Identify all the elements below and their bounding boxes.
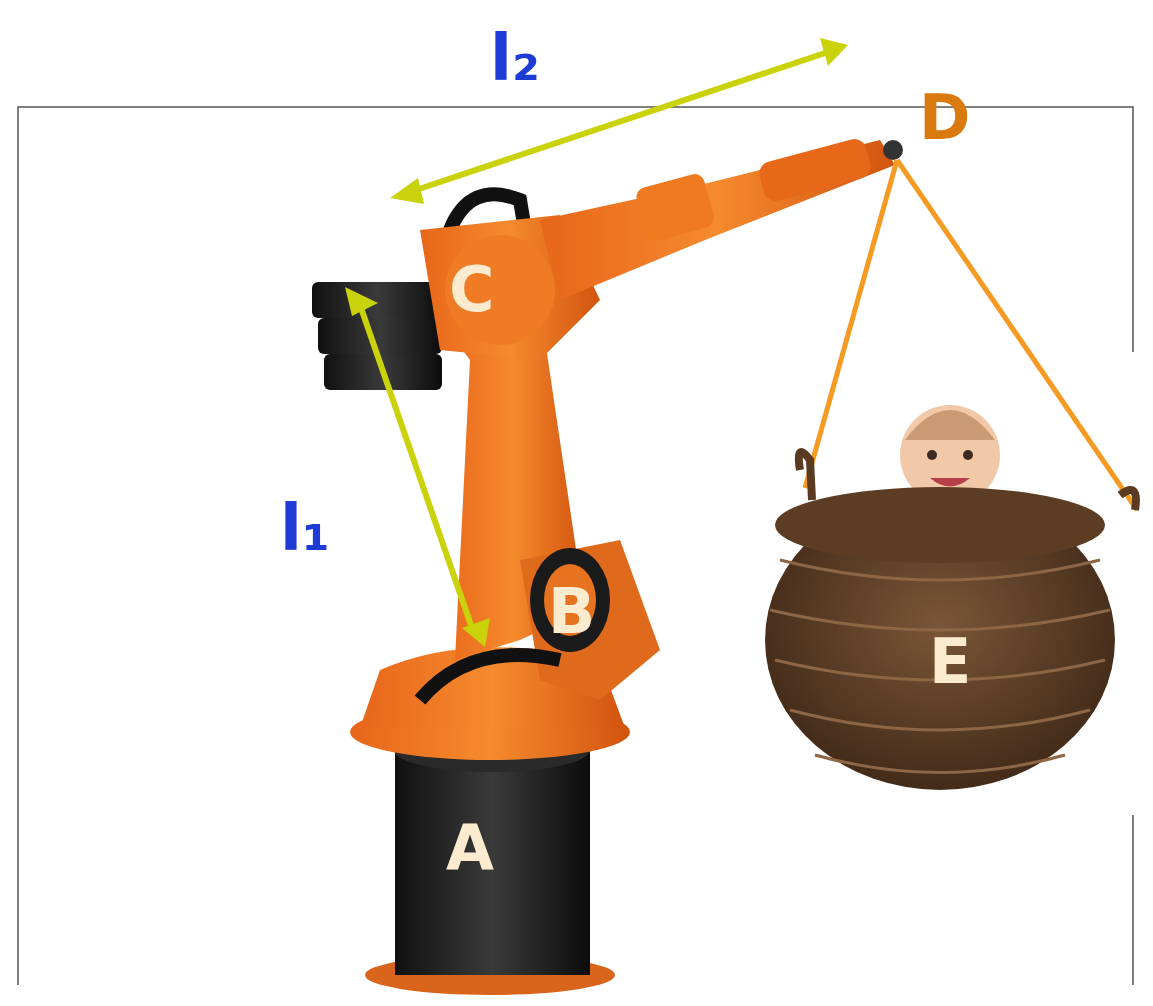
point-label: D <box>919 87 970 149</box>
point-label: E <box>929 631 971 693</box>
dimension-label: l₁ <box>280 496 330 560</box>
point-label: C <box>449 259 495 321</box>
point-label: B <box>548 581 595 643</box>
point-label: A <box>446 817 494 879</box>
dimension-label: l₂ <box>490 26 540 90</box>
